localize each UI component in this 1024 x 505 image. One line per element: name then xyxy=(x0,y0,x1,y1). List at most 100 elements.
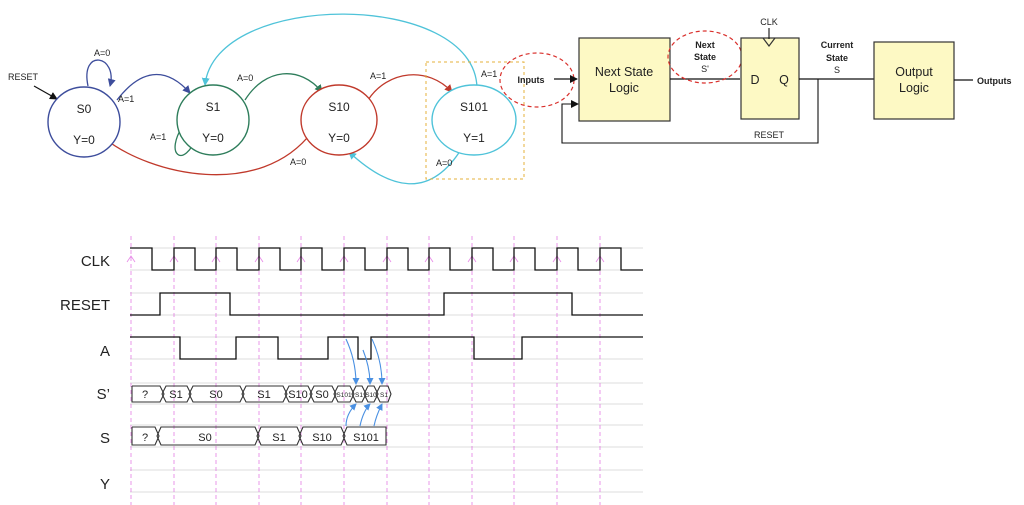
transition-s1-s10: A=0 xyxy=(237,73,323,101)
bus-segment xyxy=(188,385,245,403)
state-s10: S10 Y=0 xyxy=(300,84,378,156)
signal-label-state: S xyxy=(100,430,110,447)
timing-grid xyxy=(130,247,643,493)
dependency-arrow xyxy=(345,403,357,427)
bus-segment xyxy=(256,426,302,446)
next-state-tag-line1: Next xyxy=(695,40,715,50)
transition-s101-s10: A=0 xyxy=(348,147,463,185)
current-state-tag-line2: State xyxy=(826,53,848,63)
transition-s0-s0: A=0 xyxy=(86,48,116,87)
next-state-tag-line2: State xyxy=(694,52,716,62)
bus-value: S1 xyxy=(272,432,285,444)
transition-s10-s0: A=0 xyxy=(103,131,313,176)
state-s101: S101 Y=1 xyxy=(431,84,517,156)
clk-label: CLK xyxy=(760,17,778,27)
state-bus: ? S0 S1 S10 S101 xyxy=(131,426,387,446)
state-output: Y=0 xyxy=(73,133,95,147)
bus-value: S10 xyxy=(312,432,332,444)
transition-label: A=0 xyxy=(94,48,110,58)
state-name: S101 xyxy=(460,100,488,114)
transition-label: A=0 xyxy=(290,157,306,167)
timing-diagram: CLK RESET A S’ S Y ? S1 S0 S1 S10 S0 S10… xyxy=(60,236,643,505)
transition-label: A=1 xyxy=(370,71,386,81)
transition-label: A=0 xyxy=(237,73,253,83)
bus-value: S10 xyxy=(365,392,377,399)
state-output: Y=0 xyxy=(202,131,224,145)
transition-label: A=0 xyxy=(436,158,452,168)
bus-value: S0 xyxy=(209,389,222,401)
state-s0: S0 Y=0 xyxy=(47,86,121,158)
bus-value: ? xyxy=(142,432,148,444)
bus-segment xyxy=(351,385,367,403)
state-s1: S1 Y=0 xyxy=(176,84,250,156)
block-label-line1: Next State xyxy=(595,65,653,79)
bus-value: ? xyxy=(142,389,148,401)
output-logic-block: Output Logic xyxy=(873,41,955,120)
block-label-line1: Output xyxy=(895,65,933,79)
bus-value: S1 xyxy=(380,392,388,399)
bus-segment xyxy=(342,426,387,446)
reset-waveform xyxy=(130,292,643,316)
bus-segment xyxy=(333,385,355,403)
clk-waveform xyxy=(130,247,643,271)
signal-label-a: A xyxy=(100,343,110,360)
inputs-label: Inputs xyxy=(518,75,545,85)
reset-entry: RESET xyxy=(8,72,58,100)
state-name: S0 xyxy=(77,102,92,116)
bus-value: S1 xyxy=(169,389,182,401)
next-state-logic-block: Next State Logic xyxy=(578,37,671,122)
bus-segment xyxy=(161,385,192,403)
transition-s101-s1: A=1 xyxy=(201,13,497,89)
bus-segment xyxy=(241,385,288,403)
bus-segment xyxy=(131,385,165,403)
d-label: D xyxy=(750,73,759,87)
bus-segment xyxy=(363,385,379,403)
register-reset-label: RESET xyxy=(754,130,785,140)
dependency-arrow xyxy=(373,403,383,427)
dependency-arrows xyxy=(345,338,386,427)
clock-edge-guides xyxy=(126,236,605,505)
transition-label: A=1 xyxy=(150,132,166,142)
transition-label: A=1 xyxy=(481,69,497,79)
outputs-label: Outputs xyxy=(977,76,1012,86)
state-name: S1 xyxy=(206,100,221,114)
block-label-line2: Logic xyxy=(609,81,639,95)
bus-segment xyxy=(284,385,313,403)
bus-value: S101 xyxy=(353,432,379,444)
next-state-tag-line3: S' xyxy=(701,64,709,74)
bus-segment xyxy=(131,426,160,446)
state-diagram: RESET A=0 A=1 A=1 A=0 A=1 A=0 xyxy=(8,13,525,185)
bus-value: S0 xyxy=(198,432,211,444)
transition-s10-s101: A=1 xyxy=(367,71,453,101)
state-output: Y=1 xyxy=(463,131,485,145)
block-label-line2: Logic xyxy=(899,81,929,95)
current-state-tag-line3: S xyxy=(834,65,840,75)
signal-label-y: Y xyxy=(100,476,110,493)
bus-segment xyxy=(375,385,392,403)
bus-value: S10 xyxy=(288,389,308,401)
clock-triangle-icon xyxy=(762,37,776,47)
bus-value: S1 xyxy=(257,389,270,401)
rising-edge-mark xyxy=(126,255,136,263)
dependency-arrow xyxy=(371,338,386,385)
block-diagram: Inputs Next State Logic Next State S' D … xyxy=(499,17,1012,144)
dependency-arrow xyxy=(362,349,374,385)
signal-label-next-state: S’ xyxy=(97,386,110,403)
dependency-arrow xyxy=(359,403,371,427)
state-name: S10 xyxy=(328,100,350,114)
reset-entry-arrow xyxy=(33,85,58,100)
a-waveform xyxy=(130,336,643,360)
q-label: Q xyxy=(779,73,789,87)
bus-value: S0 xyxy=(315,389,328,401)
bus-segment xyxy=(156,426,260,446)
transition-s0-s1: A=1 xyxy=(116,73,191,104)
current-state-tag-line1: Current xyxy=(821,40,854,50)
signal-label-clk: CLK xyxy=(81,253,110,270)
state-output: Y=0 xyxy=(328,131,350,145)
feedback-wire xyxy=(561,79,819,144)
dependency-arrow xyxy=(345,338,360,385)
bus-segment xyxy=(298,426,346,446)
reset-entry-label: RESET xyxy=(8,72,39,82)
state-register: D Q xyxy=(740,37,800,120)
